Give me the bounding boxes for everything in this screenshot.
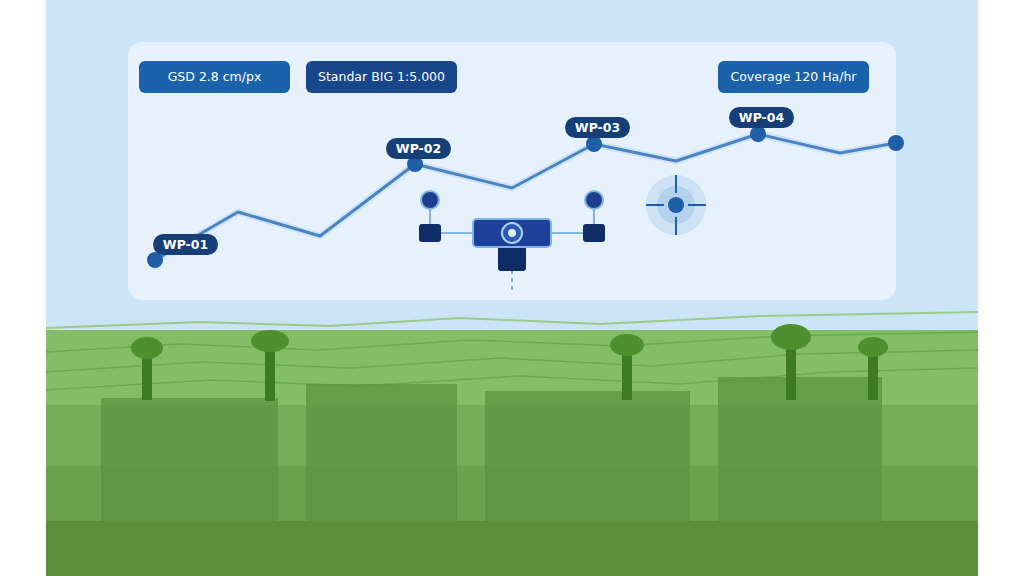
- parameter-badge: GSD 2.8 cm/px: [139, 61, 290, 93]
- waypoint-label: WP-03: [565, 117, 630, 138]
- flight-path: [155, 134, 896, 260]
- target-reticle: [646, 175, 706, 235]
- trees: [131, 324, 888, 401]
- node-text: WP-02: [396, 142, 441, 156]
- node-text: GSD 2.8 cm/px: [168, 70, 262, 84]
- parameter-badge: Standar BIG 1:5.000: [306, 61, 457, 93]
- waypoint-label: WP-04: [729, 107, 794, 128]
- waypoint-dots: [147, 126, 904, 268]
- map-panel: [128, 42, 896, 300]
- node-text: Standar BIG 1:5.000: [318, 70, 445, 84]
- node-text: WP-01: [163, 238, 208, 252]
- flight-path-halo: [155, 134, 896, 260]
- crop-plots: [101, 377, 882, 521]
- node-text: Coverage 120 Ha/hr: [730, 70, 856, 84]
- node-text: WP-04: [739, 111, 784, 125]
- parameter-badge: Coverage 120 Ha/hr: [718, 61, 869, 93]
- horizon-line: [46, 312, 978, 328]
- field-band: [46, 521, 978, 576]
- node-text: WP-03: [575, 121, 620, 135]
- waypoint-label: WP-02: [386, 138, 451, 159]
- drone-symbol: [419, 191, 605, 292]
- sky: [46, 0, 978, 576]
- waypoint-label: WP-01: [153, 234, 218, 255]
